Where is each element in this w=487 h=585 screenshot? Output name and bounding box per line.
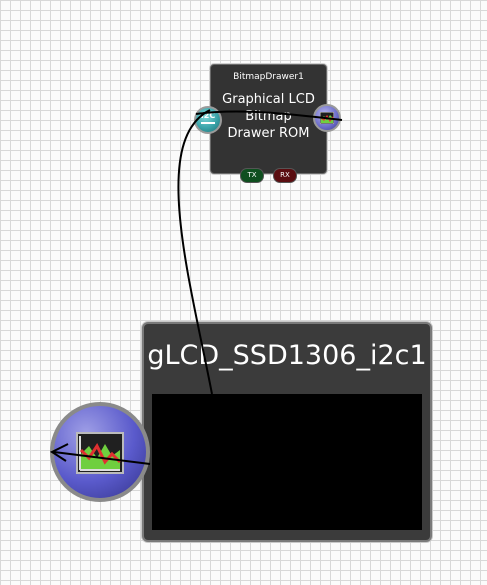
graph-icon [320, 112, 334, 124]
description-line: Drawer ROM [227, 126, 310, 141]
display-screen [152, 394, 422, 530]
graphics-output-pin[interactable] [313, 104, 341, 132]
bitmap-drawer-component[interactable]: BitmapDrawer1 Graphical LCD Bitmap Drawe… [210, 64, 327, 174]
description-line: Bitmap [245, 109, 292, 124]
graph-icon [76, 432, 124, 474]
tx-indicator: TX [240, 168, 264, 183]
i2c-pin-bar [201, 122, 215, 124]
i2c-pin-label: I2C [200, 111, 216, 120]
rx-indicator: RX [273, 168, 297, 183]
description-line: Graphical LCD [222, 92, 315, 107]
component-instance-name: BitmapDrawer1 [233, 72, 304, 82]
component-instance-name: gLCD_SSD1306_i2c1 [147, 340, 427, 371]
display-component[interactable]: gLCD_SSD1306_i2c1 [142, 322, 432, 542]
graphics-input-pin[interactable] [50, 402, 150, 502]
component-description: Graphical LCD Bitmap Drawer ROM [211, 91, 326, 142]
i2c-input-pin[interactable]: I2C [194, 106, 222, 134]
